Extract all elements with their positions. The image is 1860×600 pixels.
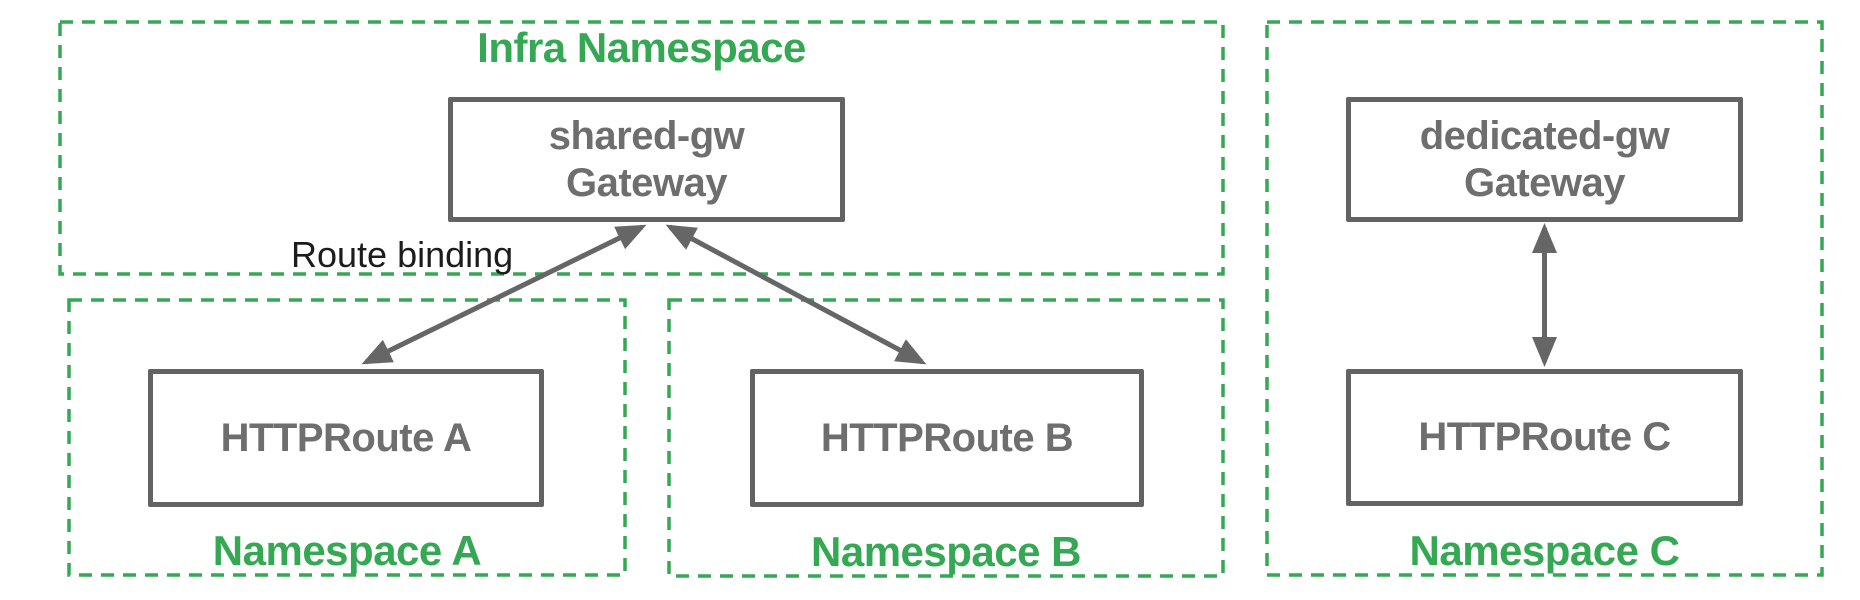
namespace-b: Namespace B [669, 300, 1223, 576]
node-dedicated-gw-name: dedicated-gw [1419, 113, 1670, 158]
node-httproute-a: HTTPRoute A [148, 369, 544, 507]
node-httproute-b-name: HTTPRoute B [820, 415, 1074, 460]
node-httproute-b: HTTPRoute B [750, 369, 1144, 507]
namespace-c: Namespace C [1267, 22, 1822, 575]
node-httproute-c-name: HTTPRoute C [1418, 415, 1671, 460]
node-shared-gw-name: shared-gw [548, 113, 745, 158]
node-httproute-c: HTTPRoute C [1346, 369, 1743, 506]
route-binding-label: Route binding [291, 234, 514, 275]
node-shared-gw-kind: Gateway [565, 160, 728, 205]
namespace-infra: Infra Namespace [60, 22, 1223, 274]
namespace-infra-label: Infra Namespace [477, 24, 806, 71]
node-dedicated-gw-kind: Gateway [1463, 160, 1626, 205]
node-shared-gw-gateway: shared-gw Gateway [448, 97, 845, 222]
namespace-a-label: Namespace A [212, 526, 482, 574]
node-httproute-a-name: HTTPRoute A [220, 415, 472, 460]
namespace-c-label: Namespace C [1409, 526, 1680, 574]
namespace-b-label: Namespace B [811, 527, 1081, 575]
namespace-a: Namespace A [69, 300, 625, 575]
node-dedicated-gw-gateway: dedicated-gw Gateway [1346, 97, 1743, 222]
